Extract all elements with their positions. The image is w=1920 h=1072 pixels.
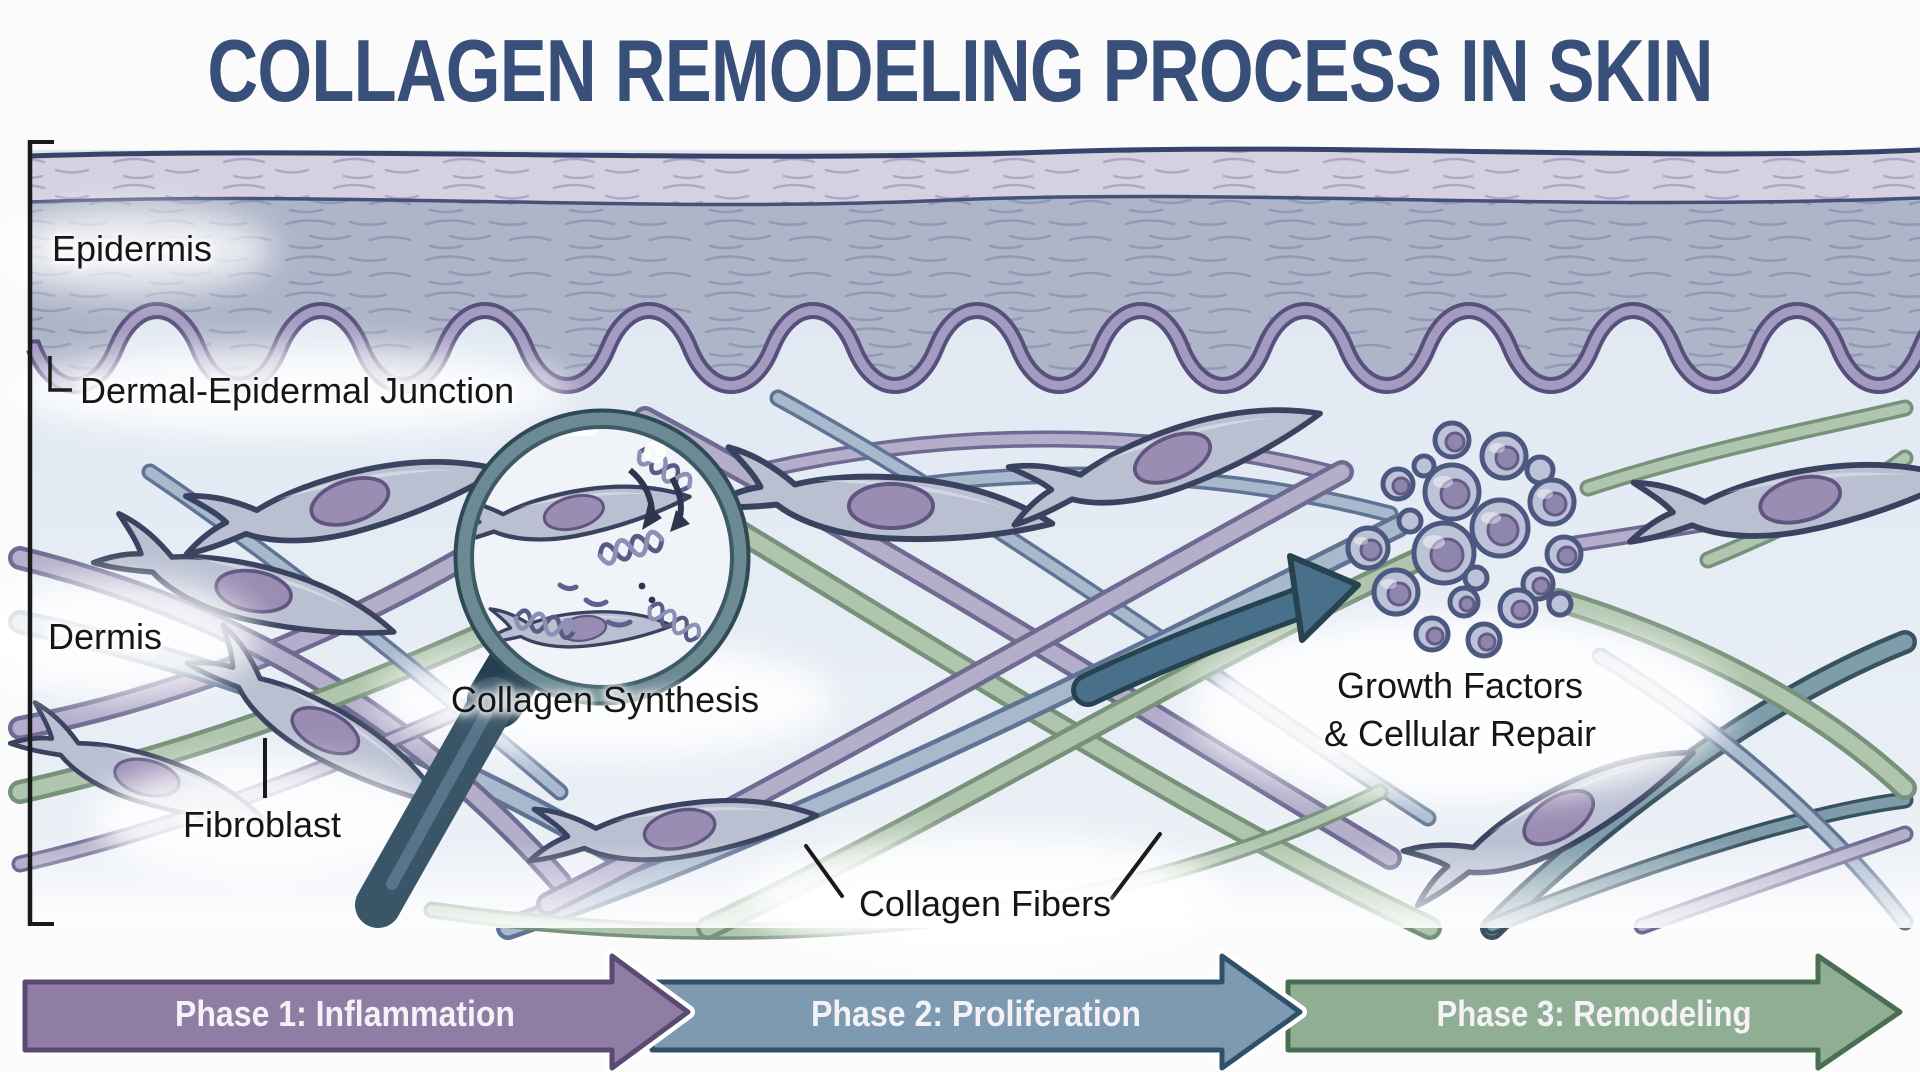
phase-3-label: Phase 3: Remodeling (1437, 993, 1752, 1034)
stratum-corneum (29, 146, 1920, 207)
phase-arrow-3: Phase 3: Remodeling (1285, 953, 1903, 1071)
phase-arrow-2: Phase 2: Proliferation (649, 953, 1303, 1071)
collagen-fibers-leader-left (804, 844, 844, 898)
junction-bracket (48, 356, 72, 392)
diagram-bracket (27, 140, 1162, 926)
label-epidermis: Epidermis (52, 228, 213, 269)
page-title: COLLAGEN REMODELING PROCESS IN SKIN (207, 21, 1713, 120)
label-collagen-synthesis: Collagen Synthesis (450, 679, 760, 720)
label-fibroblast: Fibroblast (183, 804, 342, 845)
collagen-fibers-leader-right (1110, 832, 1162, 900)
phase-2-label: Phase 2: Proliferation (811, 993, 1141, 1034)
label-growth-factors: Growth Factors & Cellular Repair (1324, 662, 1596, 758)
collagen-synthesis-inset (442, 445, 703, 652)
growth-factor-cluster (1345, 420, 1584, 659)
label-growth-factors-line2: & Cellular Repair (1323, 713, 1597, 755)
phase-1-label: Phase 1: Inflammation (175, 993, 515, 1034)
growth-arrow-icon (1071, 553, 1361, 707)
label-dermal-epidermal-junction: Dermal-Epidermal Junction (80, 370, 515, 411)
label-collagen-fibers: Collagen Fibers (858, 883, 1112, 924)
magnifier-handle (355, 641, 543, 928)
label-dermis: Dermis (48, 616, 162, 657)
phase-arrow-1: Phase 1: Inflammation (22, 953, 691, 1071)
label-growth-factors-line1: Growth Factors (1336, 665, 1584, 706)
magnifier (355, 408, 751, 928)
